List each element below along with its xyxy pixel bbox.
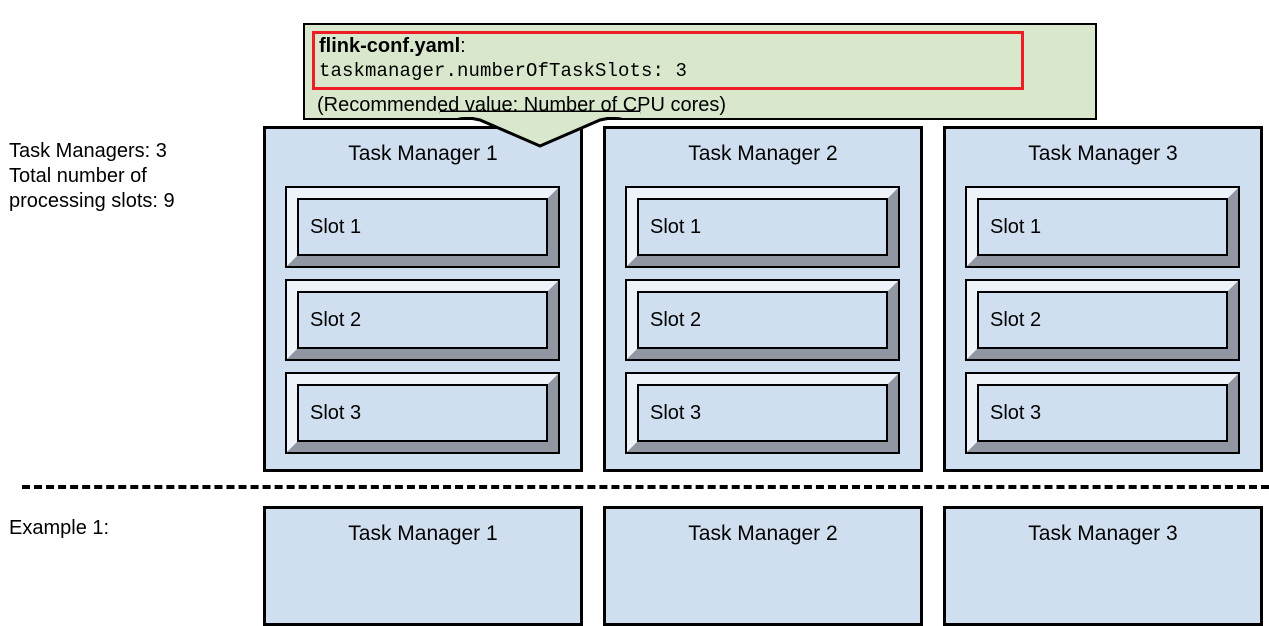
slot-box-2-3: Slot 3 <box>625 372 900 454</box>
slot-bevel <box>627 188 898 266</box>
slot-bevel <box>967 374 1238 452</box>
slot-label: Slot 2 <box>650 309 702 331</box>
config-callout: flink-conf.yaml: taskmanager.numberOfTas… <box>303 23 1097 120</box>
slot-face: Slot 1 <box>297 198 548 256</box>
slot-face: Slot 2 <box>297 291 548 349</box>
example-task-manager-title-2: Task Manager 2 <box>688 522 838 545</box>
config-callout-body: flink-conf.yaml: taskmanager.numberOfTas… <box>305 25 1095 118</box>
slot-label: Slot 3 <box>310 402 362 424</box>
slot-box-3-1: Slot 1 <box>965 186 1240 268</box>
slot-face: Slot 1 <box>637 198 888 256</box>
example-label: Example 1: <box>9 517 110 539</box>
summary-line-slots: processing slots: 9 <box>9 190 175 212</box>
example-task-manager-panel-1: Task Manager 1 <box>263 506 583 626</box>
slot-box-3-2: Slot 2 <box>965 279 1240 361</box>
slot-label: Slot 3 <box>990 402 1042 424</box>
slot-face: Slot 2 <box>637 291 888 349</box>
slot-bevel <box>967 281 1238 359</box>
slot-bevel <box>967 188 1238 266</box>
section-divider <box>22 485 1269 489</box>
config-file-name: flink-conf.yaml: <box>319 34 466 58</box>
slot-bevel <box>287 374 558 452</box>
slot-box-2-1: Slot 1 <box>625 186 900 268</box>
example-task-manager-panel-3: Task Manager 3 <box>943 506 1263 626</box>
slot-face: Slot 3 <box>297 384 548 442</box>
diagram-canvas: Task Managers: 3 Total number of process… <box>9 23 1269 626</box>
task-manager-panel-3: Task Manager 3 Slot 1 Slot 2 Slot 3 <box>943 126 1263 472</box>
config-file-name-text: flink-conf.yaml <box>319 35 461 57</box>
task-manager-title-3: Task Manager 3 <box>1028 142 1178 165</box>
task-manager-title-1: Task Manager 1 <box>348 142 498 165</box>
config-property-line: taskmanager.numberOfTaskSlots: 3 <box>319 60 688 82</box>
slot-box-2-2: Slot 2 <box>625 279 900 361</box>
slot-label: Slot 1 <box>310 216 362 238</box>
task-manager-panel-2: Task Manager 2 Slot 1 Slot 2 Slot 3 <box>603 126 923 472</box>
slot-box-1-2: Slot 2 <box>285 279 560 361</box>
slot-face: Slot 3 <box>977 384 1228 442</box>
config-file-name-colon: : <box>460 35 466 57</box>
callout-tail <box>439 110 641 148</box>
slot-box-3-3: Slot 3 <box>965 372 1240 454</box>
slot-label: Slot 2 <box>990 309 1042 331</box>
task-manager-title-2: Task Manager 2 <box>688 142 838 165</box>
task-manager-panel-1: Task Manager 1 Slot 1 Slot 2 Slot 3 <box>263 126 583 472</box>
example-task-manager-title-1: Task Manager 1 <box>348 522 498 545</box>
slot-bevel <box>287 188 558 266</box>
slot-face: Slot 1 <box>977 198 1228 256</box>
slot-bevel <box>627 281 898 359</box>
summary-line-managers: Task Managers: 3 <box>9 140 167 162</box>
summary-line-total: Total number of <box>9 165 147 187</box>
slot-label: Slot 2 <box>310 309 362 331</box>
slot-bevel <box>287 281 558 359</box>
config-highlight-frame <box>312 31 1024 90</box>
slot-box-1-3: Slot 3 <box>285 372 560 454</box>
slot-box-1-1: Slot 1 <box>285 186 560 268</box>
slot-label: Slot 1 <box>990 216 1042 238</box>
example-task-manager-title-3: Task Manager 3 <box>1028 522 1178 545</box>
slot-label: Slot 1 <box>650 216 702 238</box>
example-task-manager-panel-2: Task Manager 2 <box>603 506 923 626</box>
slot-bevel <box>627 374 898 452</box>
slot-face: Slot 2 <box>977 291 1228 349</box>
slot-label: Slot 3 <box>650 402 702 424</box>
task-manager-summary-note: Task Managers: 3 Total number of process… <box>9 139 257 214</box>
slot-face: Slot 3 <box>637 384 888 442</box>
